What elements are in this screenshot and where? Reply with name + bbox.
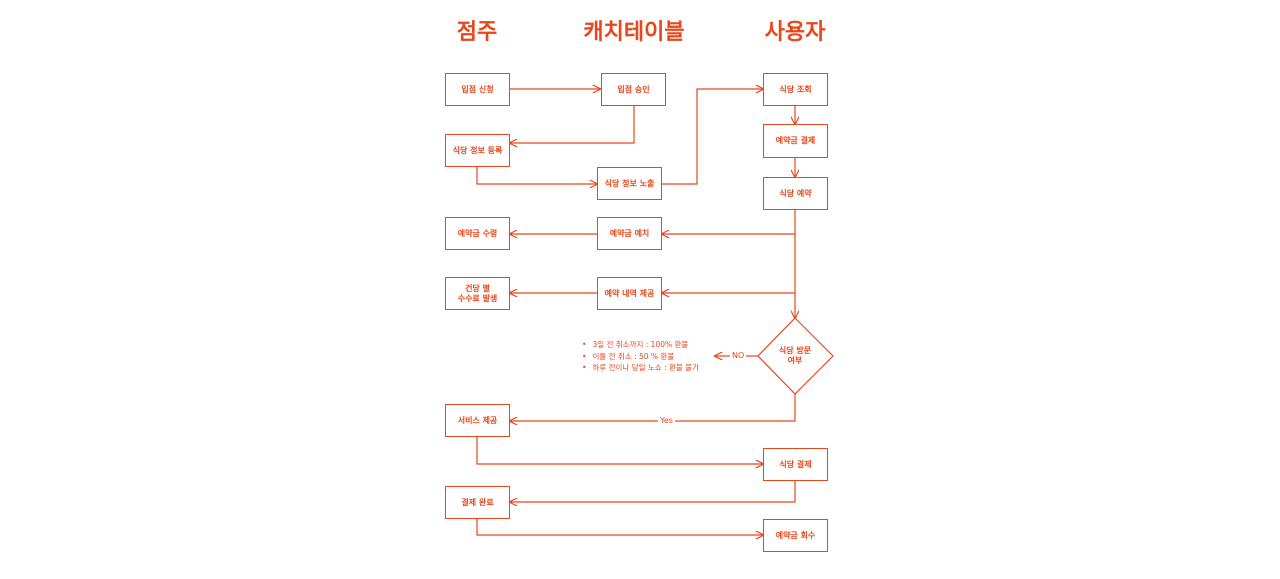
node-register: 식당 정보 등록: [445, 134, 510, 167]
edge-service-restaurantpay: [476, 437, 763, 464]
node-visit: 식당 방문 여부: [778, 346, 812, 365]
node-deposit-receive: 예약금 수령: [445, 217, 510, 250]
node-provide-details: 예약 내역 제공: [597, 277, 662, 310]
node-search: 식당 조회: [763, 73, 828, 106]
visit-decision-diamond: [757, 317, 834, 395]
node-pay-deposit: 예약금 결제: [763, 124, 828, 158]
edge-label-yes: Yes: [658, 416, 675, 425]
edge-done-return: [476, 519, 763, 535]
node-reserve: 식당 예약: [763, 177, 828, 210]
edge-approve-register: [510, 106, 635, 143]
edge-reserve-deposit-hold: [662, 210, 796, 234]
node-payment-done: 결제 완료: [445, 486, 510, 519]
refund-policy-item: 3일 전 취소까지 : 100% 환불: [582, 339, 699, 351]
refund-policy-note: 3일 전 취소까지 : 100% 환불 이틀 전 취소 : 50 % 환불 하루…: [582, 339, 699, 374]
refund-policy-item: 이틀 전 취소 : 50 % 환불: [582, 351, 699, 363]
node-restaurant-pay: 식당 결제: [763, 448, 828, 481]
node-approve: 입점 승인: [601, 73, 666, 106]
node-service: 서비스 제공: [445, 404, 510, 437]
node-deposit-return: 예약금 회수: [763, 519, 828, 552]
edge-reserve-provide: [662, 234, 796, 293]
edge-label-no: NO: [730, 351, 747, 360]
edge-expose-search: [662, 89, 763, 185]
node-deposit-hold: 예약금 예치: [597, 217, 662, 250]
node-apply: 입점 신청: [445, 73, 510, 106]
node-expose: 식당 정보 노출: [597, 167, 662, 200]
node-fee: 건당 별 수수료 발생: [445, 277, 510, 310]
lane-header-owner: 점주: [456, 20, 498, 45]
lane-header-user: 사용자: [764, 20, 826, 45]
edge-register-expose: [476, 167, 597, 184]
refund-policy-item: 하루 전이나 당일 노쇼 : 환불 불가: [582, 362, 699, 374]
lane-header-catchtable: 캐치테이블: [583, 20, 685, 45]
edge-restaurantpay-done: [510, 481, 796, 502]
edge-visit-yes: [510, 394, 796, 421]
